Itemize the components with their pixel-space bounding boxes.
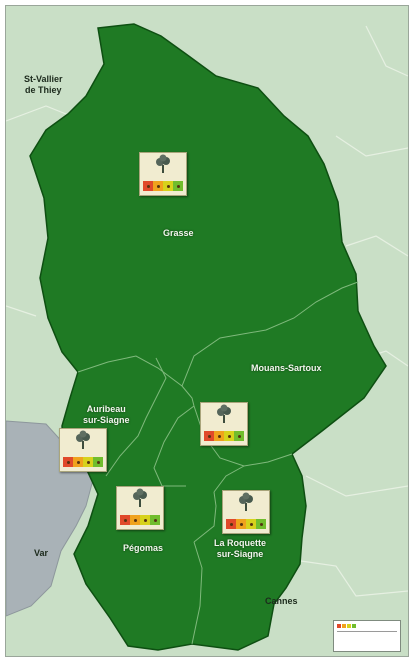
tree-icon: [133, 488, 147, 507]
tree-icon: [76, 430, 90, 449]
map-legend: [333, 620, 401, 652]
marker-pegomas[interactable]: [116, 486, 164, 530]
rating-gauge: [204, 431, 244, 441]
legend-divider: [337, 631, 397, 632]
tree-icon: [239, 492, 253, 511]
marker-auribeau[interactable]: [59, 428, 107, 472]
label-auribeau: Auribeau sur-Siagne: [83, 404, 130, 425]
label-st-vallier: St-Vallier de Thiey: [24, 74, 63, 95]
commune-borders: [77, 281, 359, 645]
tree-icon: [156, 154, 170, 173]
label-cannes: Cannes: [265, 596, 298, 606]
rating-gauge: [226, 519, 266, 529]
label-grasse: Grasse: [163, 228, 194, 238]
marker-mouans-sartoux[interactable]: [200, 402, 248, 446]
label-var: Var: [34, 548, 49, 558]
marker-grasse[interactable]: [139, 152, 187, 196]
legend-swatches: [337, 624, 356, 628]
tree-icon: [217, 404, 231, 423]
label-mouans-sartoux: Mouans-Sartoux: [251, 363, 322, 373]
territory-map: [6, 23, 408, 651]
rating-gauge: [143, 181, 183, 191]
territory-area: [29, 23, 387, 651]
map-frame: St-Vallier de Thiey Grasse Mouans-Sartou…: [5, 5, 409, 657]
label-la-roquette: La Roquette sur-Siagne: [214, 538, 267, 559]
label-pegomas: Pégomas: [123, 543, 164, 553]
rating-gauge: [120, 515, 160, 525]
marker-la-roquette[interactable]: [222, 490, 270, 534]
rating-gauge: [63, 457, 103, 467]
